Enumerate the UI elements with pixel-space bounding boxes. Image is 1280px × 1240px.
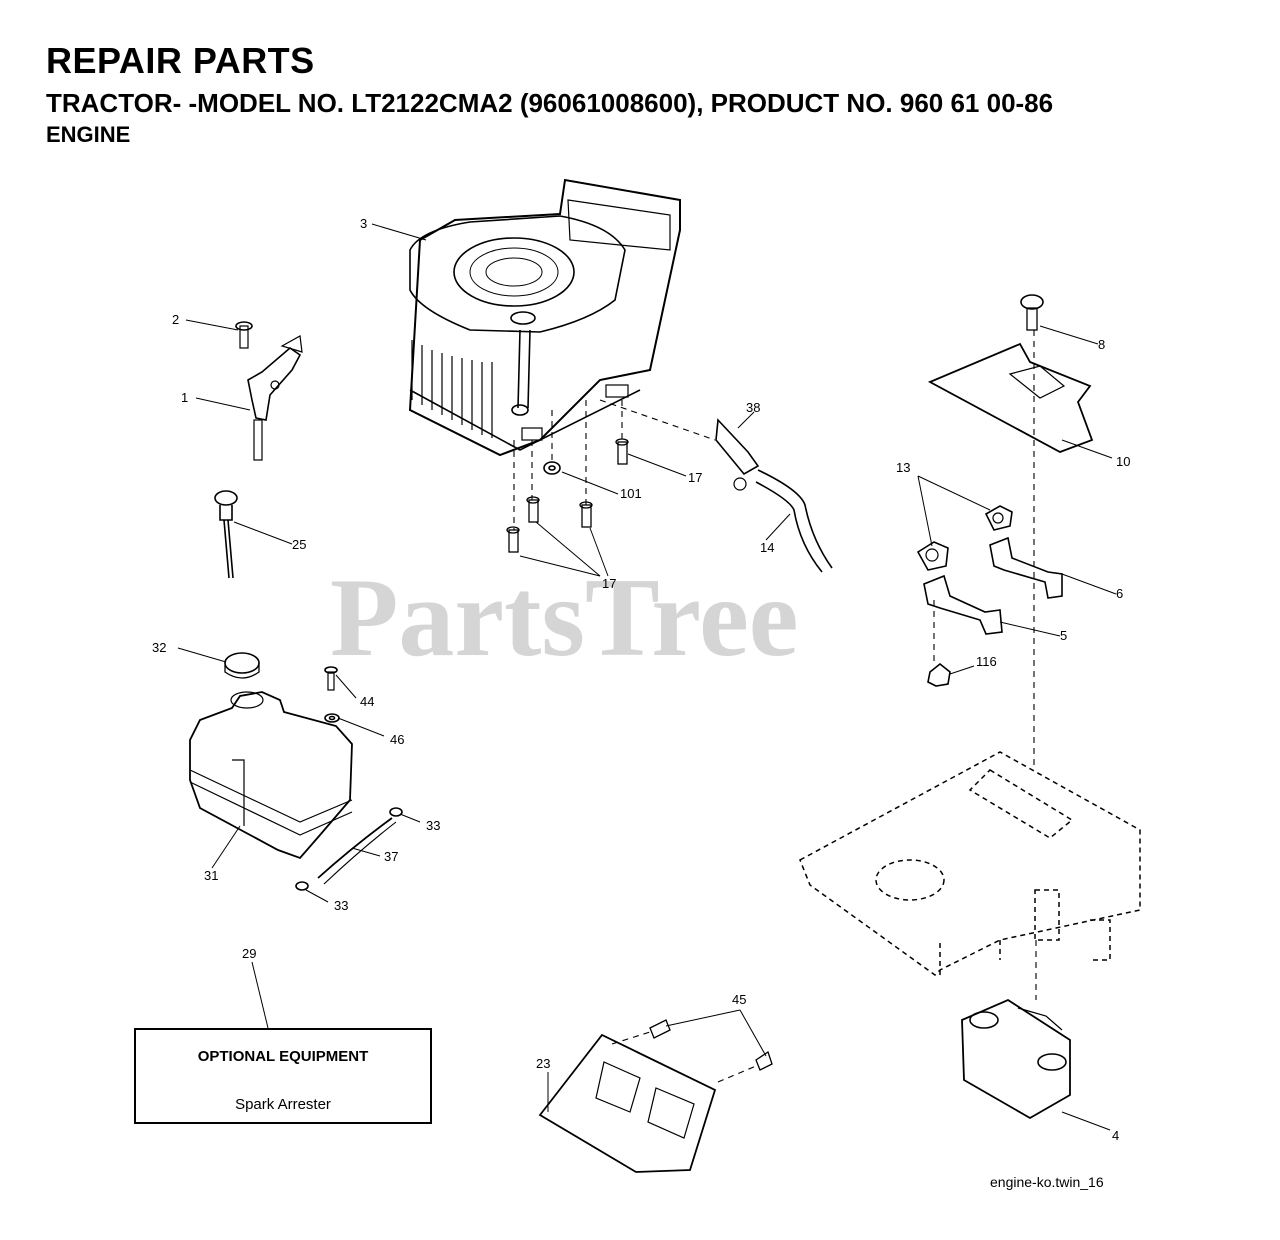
optional-equipment-item: Spark Arrester [235, 1096, 331, 1113]
hose-clamp-upper[interactable] [389, 807, 403, 817]
callout-4: 4 [1112, 1128, 1119, 1143]
callout-32: 32 [152, 640, 166, 655]
callout-116: 116 [976, 654, 997, 669]
callout-45: 45 [732, 992, 746, 1007]
page-title: REPAIR PARTS [46, 40, 315, 81]
callout-6: 6 [1116, 586, 1123, 601]
callout-17-lower: 17 [602, 576, 616, 591]
callout-101: 101 [620, 486, 642, 501]
engine-nut[interactable] [543, 461, 561, 475]
exhaust-gaskets[interactable] [916, 505, 1013, 571]
diagram-reference: engine-ko.twin_16 [990, 1174, 1104, 1190]
engine[interactable] [408, 178, 681, 457]
callout-10: 10 [1116, 454, 1130, 469]
optional-equipment-box: OPTIONAL EQUIPMENT Spark Arrester [134, 1028, 432, 1124]
exhaust-pipe-right[interactable] [989, 536, 1063, 599]
tank-washer[interactable] [324, 713, 340, 723]
engine-mount-bolts[interactable] [506, 438, 629, 553]
optional-equipment-title: OPTIONAL EQUIPMENT [197, 1048, 369, 1065]
fuel-cap[interactable] [224, 652, 260, 679]
exhaust-nut[interactable] [927, 662, 951, 687]
fuel-line[interactable] [755, 469, 833, 573]
callout-33-upper: 33 [426, 818, 440, 833]
leader-lines [177, 223, 1117, 1131]
callout-3: 3 [360, 216, 367, 231]
callout-31: 31 [204, 868, 218, 883]
heat-shield[interactable] [927, 342, 1094, 453]
callout-17-upper: 17 [688, 470, 702, 485]
callout-46: 46 [390, 732, 404, 747]
shield-knob[interactable] [1020, 294, 1044, 331]
exhaust-pipe-left[interactable] [923, 574, 1003, 635]
callout-13: 13 [896, 460, 910, 475]
watermark: PartsTree [330, 556, 799, 680]
tank-screw[interactable] [324, 666, 338, 691]
muffler[interactable] [961, 998, 1071, 1120]
callout-23: 23 [536, 1056, 550, 1071]
callout-29: 29 [242, 946, 256, 961]
callout-8: 8 [1098, 337, 1105, 352]
callout-5: 5 [1060, 628, 1067, 643]
callout-38: 38 [746, 400, 760, 415]
spark-arrester-plate[interactable] [538, 1033, 717, 1173]
fuel-filter[interactable] [715, 418, 760, 491]
callout-25: 25 [292, 537, 306, 552]
callout-2: 2 [172, 312, 179, 327]
section-title: ENGINE [46, 122, 131, 147]
chassis-frame[interactable] [799, 751, 1141, 976]
callout-44: 44 [360, 694, 374, 709]
callout-14: 14 [760, 540, 774, 555]
spark-arrester-bolts[interactable] [649, 1019, 773, 1071]
choke-knob[interactable] [214, 490, 238, 579]
fuel-tank[interactable] [189, 691, 353, 860]
bracket-screw[interactable] [235, 321, 253, 349]
callout-33-lower: 33 [334, 898, 348, 913]
hose-clamp-lower[interactable] [295, 881, 309, 891]
fuel-hose[interactable] [317, 817, 397, 885]
model-subtitle: TRACTOR- -MODEL NO. LT2122CMA2 (96061008… [46, 88, 1054, 118]
callout-37: 37 [384, 849, 398, 864]
throttle-control-bracket[interactable] [247, 335, 303, 461]
callout-1: 1 [181, 390, 188, 405]
